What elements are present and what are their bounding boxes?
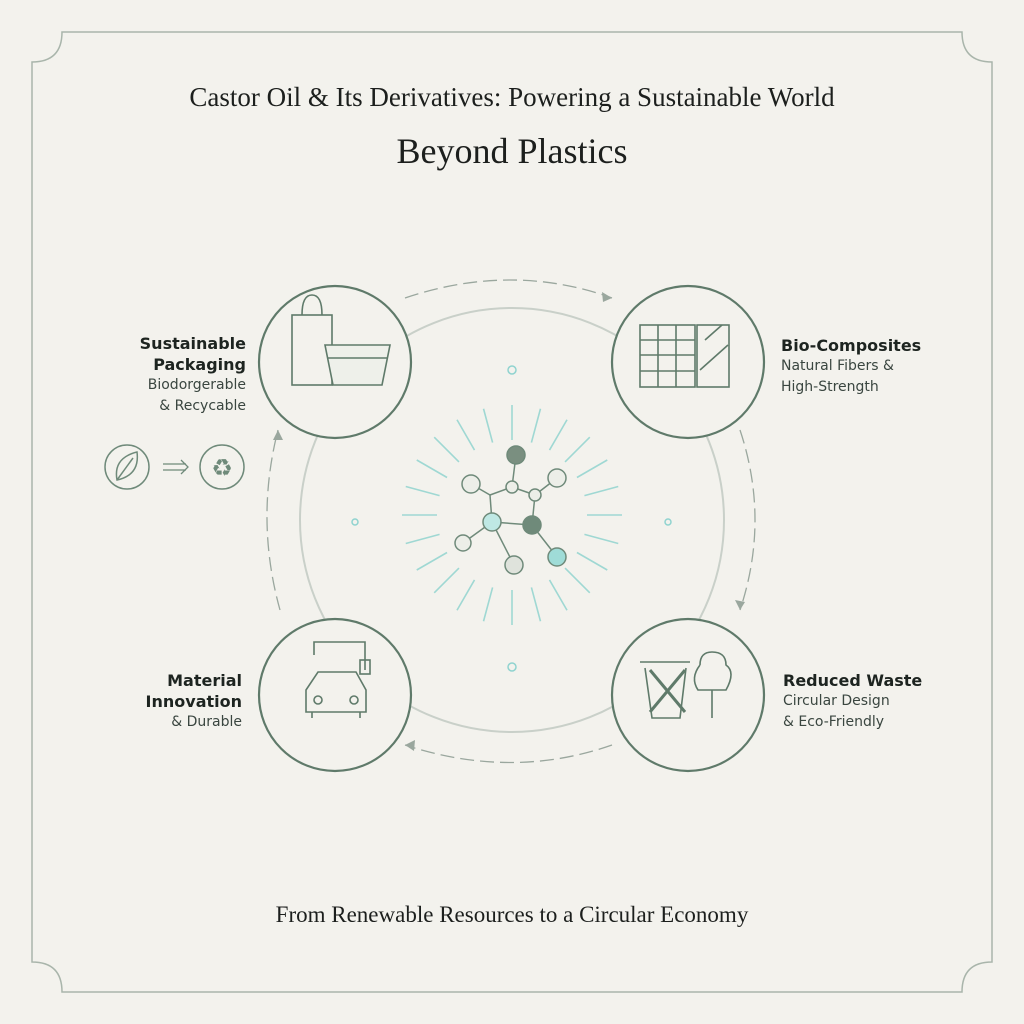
node-label-waste: Reduced Waste Circular Design & Eco-Frie… xyxy=(783,670,983,733)
ray xyxy=(576,551,608,571)
ray xyxy=(530,408,542,443)
node-subtitle: Natural Fibers & xyxy=(781,358,894,374)
molecule-rays xyxy=(402,405,622,625)
node-label-composites: Bio-Composites Natural Fibers & High-Str… xyxy=(781,335,981,398)
node-title-line: Packaging xyxy=(153,355,246,374)
node-title-line: Innovation xyxy=(145,692,242,711)
ray xyxy=(416,551,448,571)
leaf-icon xyxy=(104,444,150,490)
ray xyxy=(433,436,460,463)
node-subtitle: High-Strength xyxy=(781,379,879,395)
node-title-line: Sustainable xyxy=(139,334,246,353)
ray xyxy=(482,408,494,443)
ray xyxy=(405,533,440,545)
node-subtitle: & Durable xyxy=(171,714,242,730)
ray xyxy=(564,567,591,594)
node-label-innovation: Material Innovation & Durable xyxy=(100,670,242,733)
molecule-dots xyxy=(351,365,672,672)
ray xyxy=(456,419,476,451)
ray xyxy=(584,485,619,497)
arrow-heads xyxy=(273,292,745,751)
node-circle-waste xyxy=(610,617,766,773)
ray xyxy=(584,533,619,545)
ray xyxy=(548,579,568,611)
page-title: Castor Oil & Its Derivatives: Powering a… xyxy=(189,82,835,112)
trash-tree-icon xyxy=(640,651,732,719)
fiber-panel-icon xyxy=(639,324,730,388)
decorative-frame xyxy=(31,31,993,993)
footer-caption: From Renewable Resources to a Circular E… xyxy=(275,902,749,927)
node-subtitle: & Eco-Friendly xyxy=(783,714,885,730)
molecule-icon xyxy=(454,445,567,575)
ray xyxy=(564,436,591,463)
ray xyxy=(548,419,568,451)
ray xyxy=(530,587,542,622)
shopping-bag-container-icon xyxy=(291,294,391,386)
ray xyxy=(405,485,440,497)
node-label-packaging: Sustainable Packaging Biodorgerable & Re… xyxy=(100,333,246,417)
node-subtitle: & Recycable xyxy=(159,398,246,414)
cycle-ring xyxy=(299,307,725,733)
node-title: Reduced Waste xyxy=(783,671,923,690)
node-circle-innovation xyxy=(257,617,413,773)
node-title-line: Material xyxy=(167,671,242,690)
ray xyxy=(576,459,608,479)
ray xyxy=(482,587,494,622)
ray xyxy=(433,567,460,594)
cycle-arrows xyxy=(266,279,756,764)
car-icon xyxy=(305,641,371,718)
recycle-icon: ♻ xyxy=(199,444,245,490)
node-title: Bio-Composites xyxy=(781,336,922,355)
ray xyxy=(456,579,476,611)
ray xyxy=(416,459,448,479)
arrow-right-icon xyxy=(163,459,189,475)
svg-text:♻: ♻ xyxy=(211,454,233,482)
node-subtitle: Circular Design xyxy=(783,693,890,709)
node-circle-composites xyxy=(610,284,766,440)
page-subtitle: Beyond Plastics xyxy=(396,131,628,171)
node-subtitle: Biodorgerable xyxy=(147,377,246,393)
